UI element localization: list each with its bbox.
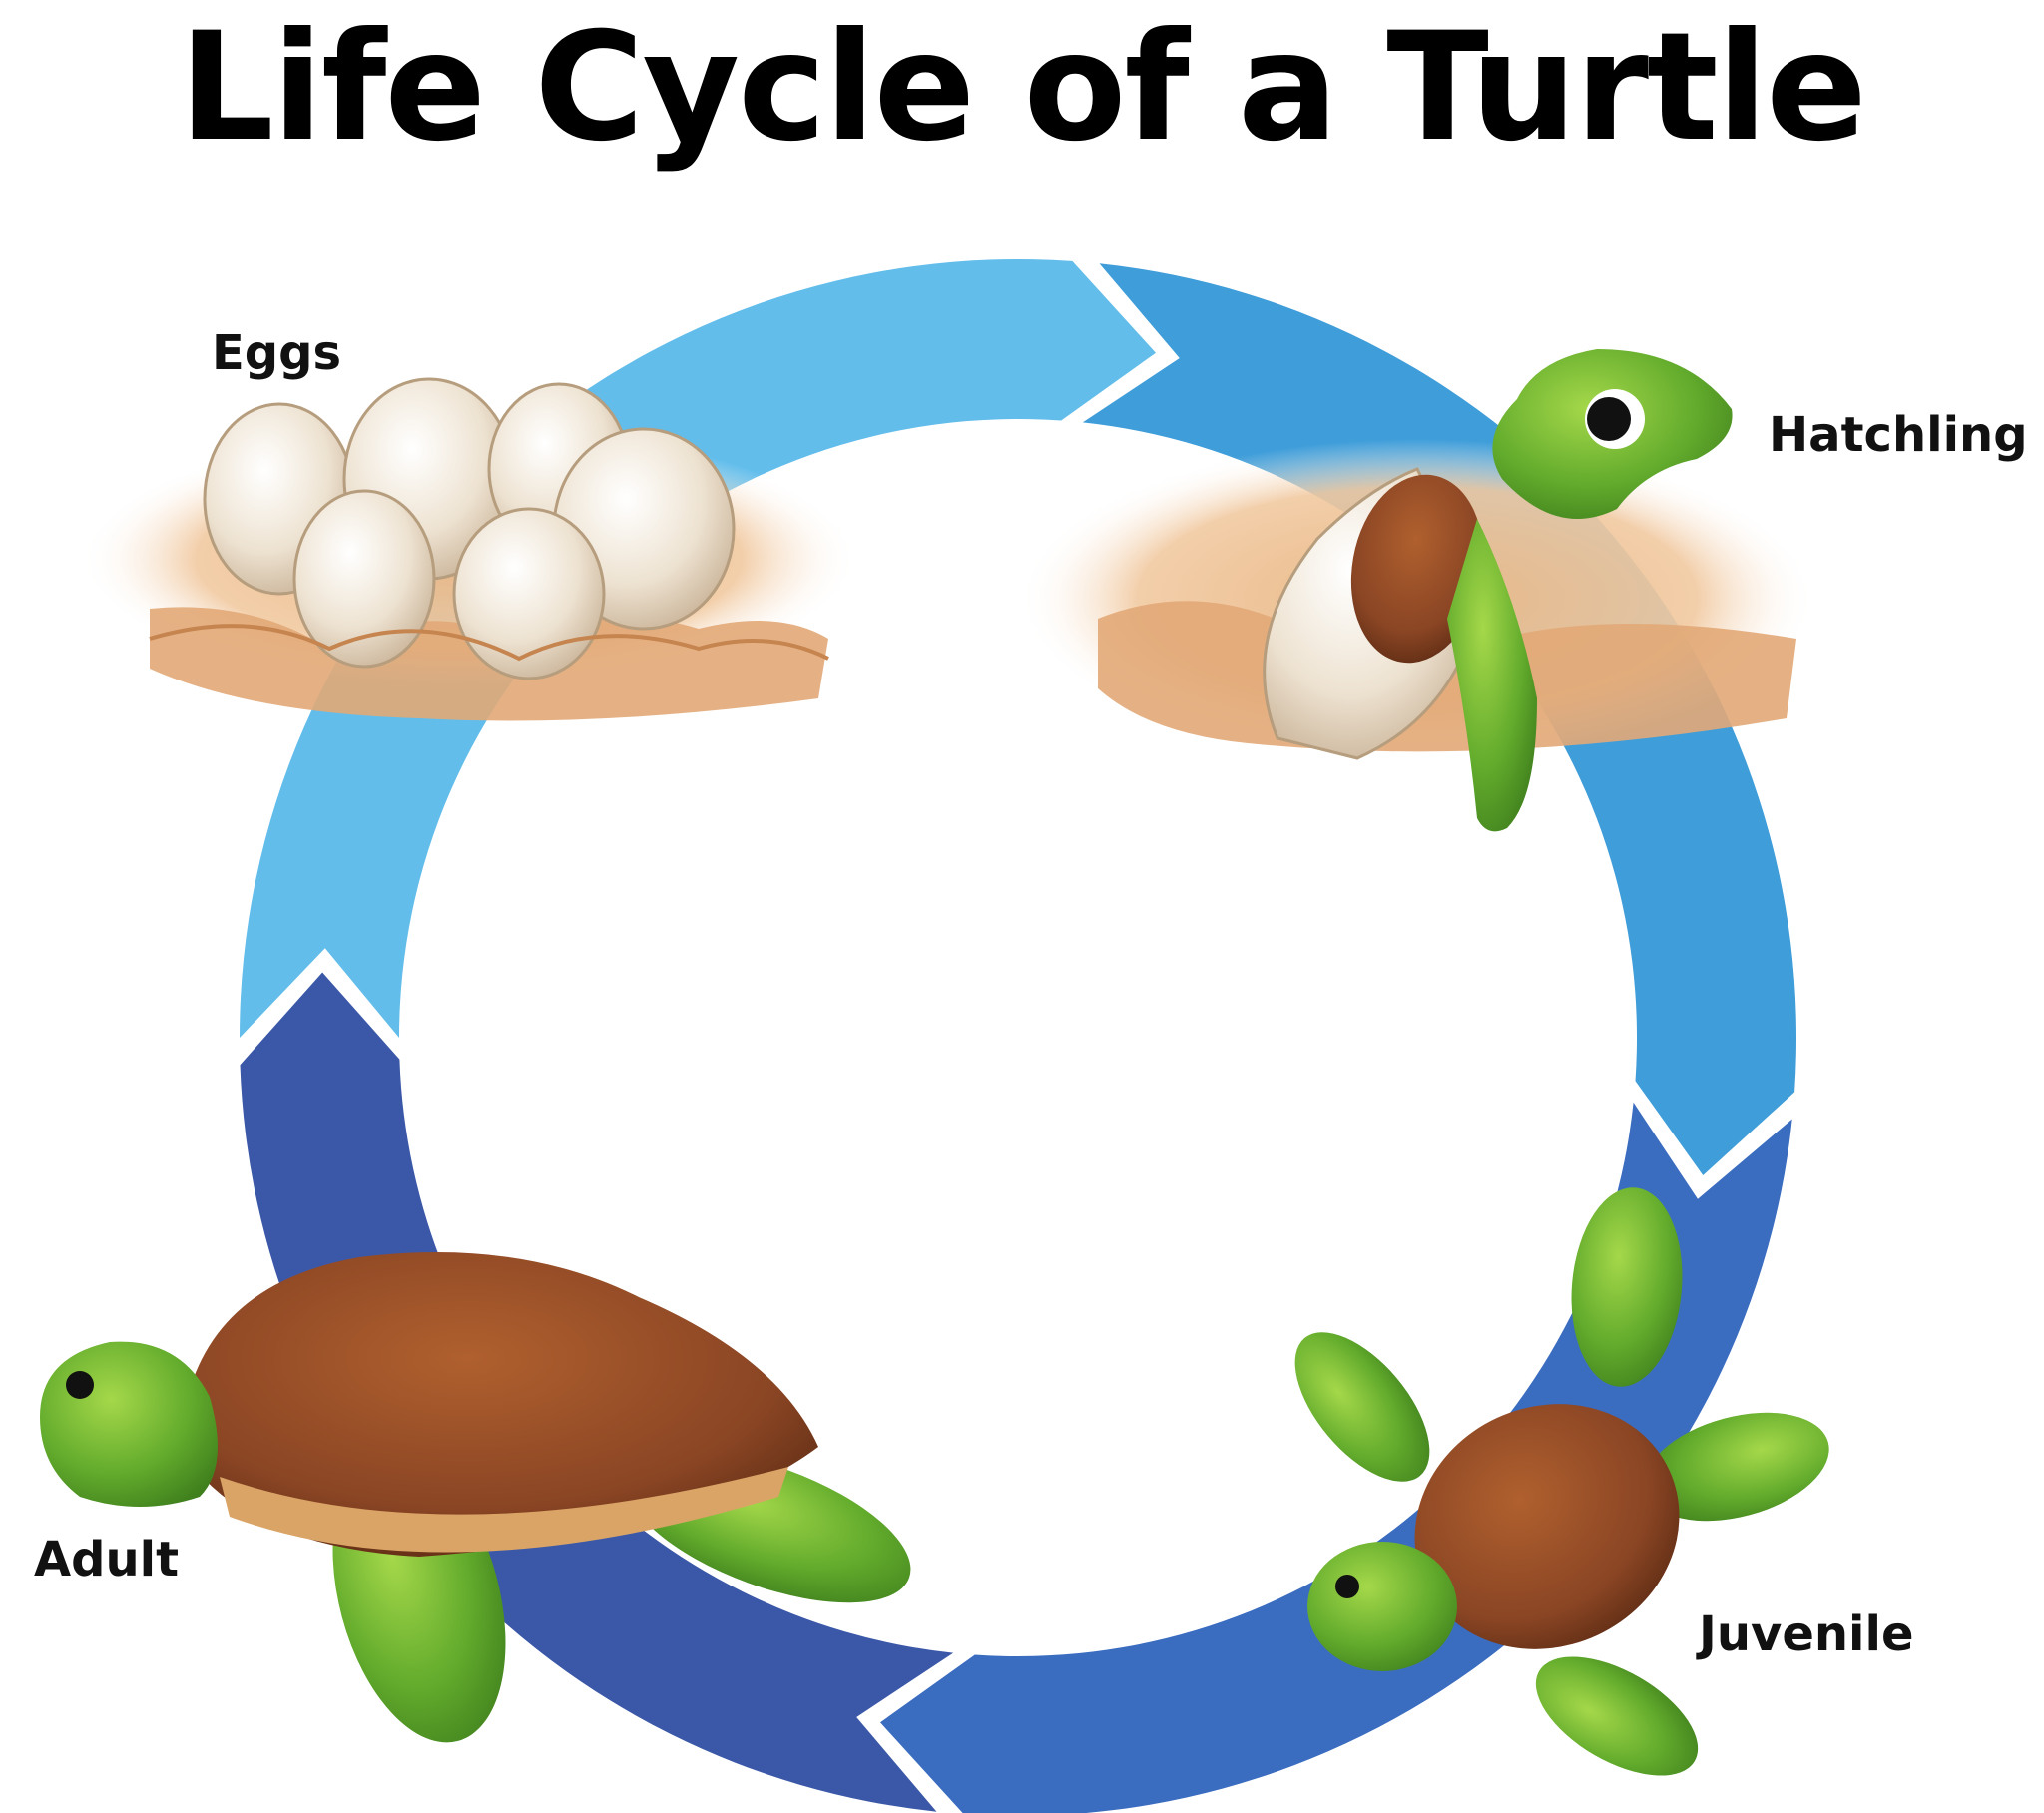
stage-label-juvenile: Juvenile (1699, 1606, 1914, 1662)
adult-illustration (40, 1252, 911, 1743)
stage-label-adult: Adult (34, 1532, 180, 1587)
stage-label-eggs: Eggs (212, 325, 342, 381)
juvenile-illustration (1294, 1187, 1829, 1776)
page-title: Life Cycle of a Turtle (179, 1, 1867, 175)
hatchling-illustration (1018, 349, 1816, 832)
stage-label-hatchling: Hatchling (1769, 407, 2028, 463)
eggs-illustration (80, 377, 858, 721)
